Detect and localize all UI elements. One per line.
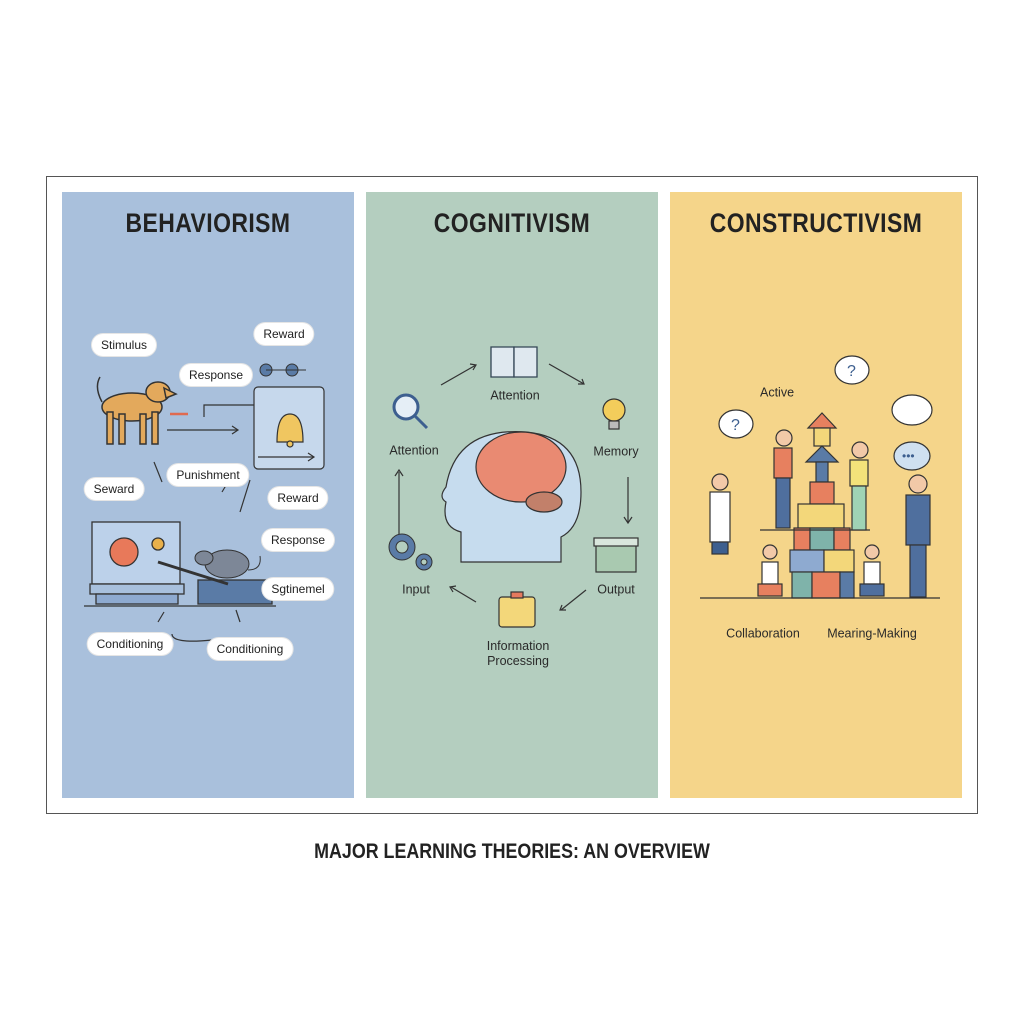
- label-attention: Attention: [490, 388, 540, 403]
- ellipsis-icon: •••: [902, 449, 915, 463]
- diagram-frame: [46, 176, 978, 814]
- lever-icon: [259, 363, 306, 377]
- label-punishment: Punishment: [167, 464, 249, 486]
- rat-icon: [194, 549, 261, 579]
- label-input: Input: [402, 582, 430, 597]
- thought-bubbles: ? ? •••: [718, 355, 933, 471]
- dog-icon: [96, 376, 178, 445]
- magnifier-icon: [392, 393, 429, 430]
- label-sgtinemel: Sgtinemel: [262, 578, 334, 600]
- bell-icon: [276, 413, 304, 448]
- label-memory: Memory: [593, 444, 639, 459]
- cognitivism-title: COGNITIVISM: [433, 208, 591, 238]
- people-icons: [709, 429, 931, 598]
- gears-icon: [388, 533, 433, 571]
- label-reward-2: Reward: [268, 487, 328, 509]
- behaviorism-illustration: [84, 363, 325, 642]
- toolbox-icon: [498, 591, 536, 628]
- question-mark-icon: ?: [731, 417, 740, 434]
- book-icon: [490, 346, 538, 378]
- label-conditioning-2: Conditioning: [207, 638, 293, 660]
- label-response: Response: [179, 364, 253, 386]
- head-brain-icon: [441, 431, 582, 563]
- label-seward: Seward: [84, 478, 144, 500]
- cognitivism-panel: COGNITIVISM: [366, 192, 658, 798]
- label-attention-2: Attention: [389, 443, 439, 458]
- label-active: Active: [759, 385, 795, 400]
- label-stimulus: Stimulus: [91, 334, 157, 356]
- diagram-caption: MAJOR LEARNING THEORIES: AN OVERVIEW: [314, 840, 710, 863]
- label-information-processing: Information Processing: [486, 639, 550, 668]
- behaviorism-title: BEHAVIORISM: [125, 208, 291, 238]
- behaviorism-panel: BEHAVIORISM: [62, 192, 354, 798]
- label-reward: Reward: [254, 323, 314, 345]
- skinner-box-icon: [84, 521, 276, 607]
- output-box-icon: [593, 537, 639, 573]
- lightbulb-icon: [602, 398, 626, 430]
- label-output: Output: [597, 582, 635, 597]
- constructivism-panel: CONSTRUCTIVISM ? ? ••• Ac: [670, 192, 962, 798]
- block-tower: [700, 412, 940, 599]
- label-collaboration: Collaboration: [726, 626, 800, 641]
- constructivism-illustration: ? ? •••: [700, 355, 940, 599]
- cognitivism-illustration: [388, 346, 639, 628]
- label-response-2: Response: [261, 529, 335, 551]
- label-conditioning: Conditioning: [87, 633, 173, 655]
- question-mark-icon: ?: [847, 363, 856, 380]
- label-meaning-making: Mearing-Making: [827, 626, 917, 641]
- constructivism-title: CONSTRUCTIVISM: [709, 208, 923, 238]
